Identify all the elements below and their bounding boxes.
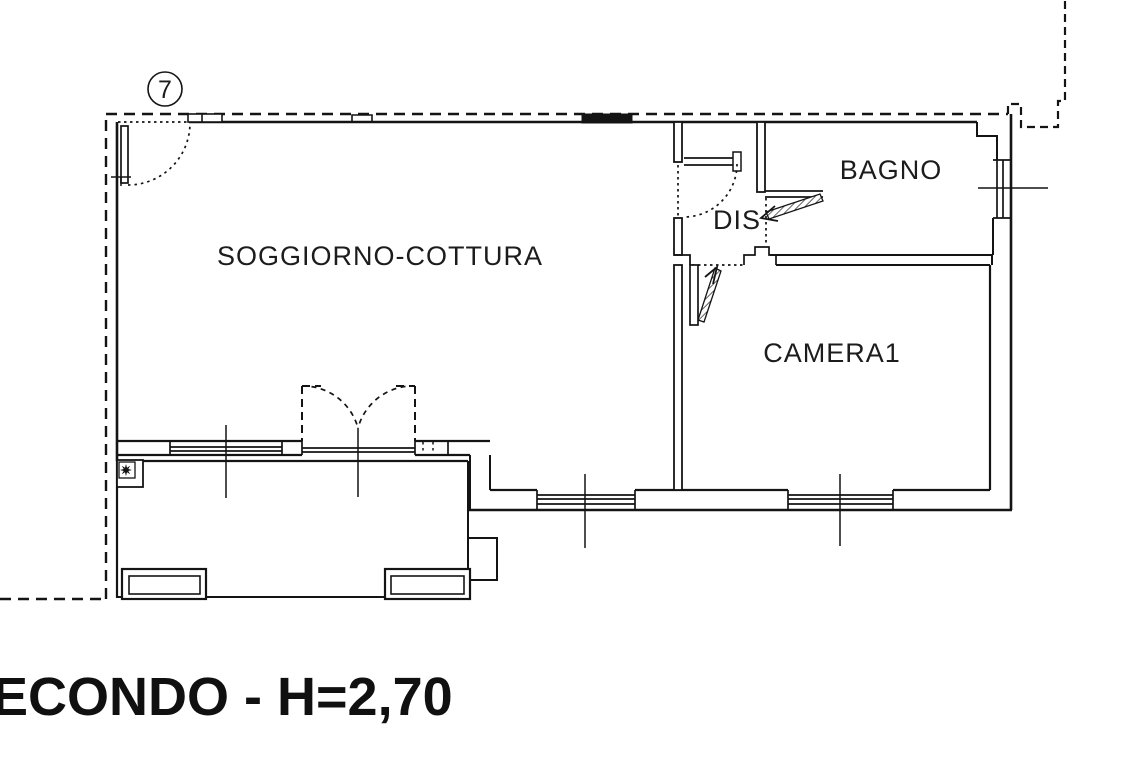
room-label-camera1: CAMERA1 (763, 338, 901, 368)
soggiorno-camera-wall (673, 264, 683, 491)
entrance-door-stop (111, 176, 131, 186)
bagno-corner-step (976, 122, 998, 160)
entrance-door (111, 121, 191, 186)
planter-right-inner (390, 575, 465, 595)
room-label-dis: DIS (713, 205, 761, 235)
bagno-sliding-door (758, 190, 824, 246)
wall-north-pier-1 (187, 113, 223, 123)
planter-left-inner (128, 575, 201, 595)
boundary-top-right-step (1006, 0, 1067, 129)
camera-sliding-door (689, 246, 777, 326)
unit-badge-circle (147, 71, 183, 107)
drain-symbol-box (116, 459, 144, 488)
french-door-arc-left (301, 385, 359, 429)
room-label-soggiorno: SOGGIORNO-COTTURA (217, 241, 543, 271)
dis-door-from-soggiorno (677, 151, 742, 218)
exterior-walls (115, 113, 1013, 512)
balcony (115, 459, 498, 601)
room-labels: SOGGIORNO-COTTURA DIS BAGNO CAMERA1 (217, 155, 943, 368)
room-label-bagno: BAGNO (840, 155, 943, 185)
window-soggiorno-balcony (169, 441, 283, 455)
camera-door-pocket (689, 264, 699, 326)
window-bagno-east (993, 159, 1011, 219)
camera-door-jamb-step (743, 246, 777, 265)
window-axis-ticks (225, 187, 1048, 548)
entrance-door-swing-arc (127, 122, 191, 186)
pier-dashed-marks (422, 442, 434, 455)
interior-walls (673, 121, 993, 491)
drain-symbol-box-inner (118, 461, 136, 479)
camera-door-leaf-hatched (697, 267, 722, 323)
french-door-leaves (301, 385, 416, 441)
dis-west-wall-lower (673, 217, 683, 256)
dis-door-stop (732, 151, 742, 172)
french-door-balcony (301, 385, 416, 441)
entrance-door-leaf (120, 125, 129, 184)
bagno-door-arrow-icon (758, 205, 779, 222)
windows (169, 159, 1048, 548)
property-boundary-dashed (0, 0, 1067, 601)
bagno-camera-wall (770, 254, 993, 266)
wall-north-pier-2 (351, 114, 373, 122)
window-soggiorno-south (536, 490, 636, 510)
dis-door-swing-arc (683, 163, 738, 218)
wall-north-pier-3 (581, 113, 633, 124)
dis-bagno-wall (756, 121, 766, 193)
balcony-side-box (467, 537, 498, 581)
dis-southwest-step (674, 254, 691, 265)
french-door-arc-right (357, 385, 416, 429)
drain-star-icon (120, 464, 132, 476)
camera-door-arrow-icon (704, 264, 719, 285)
unit-badge-number: 7 (158, 76, 172, 104)
dis-west-wall-upper (673, 121, 683, 163)
bagno-door-leaf-hatched (765, 193, 824, 220)
unit-badge: 7 (147, 71, 183, 107)
wall-south-step (469, 455, 491, 510)
dis-door-leaf (684, 157, 736, 166)
floor-title: ECONDO - H=2,70 (0, 667, 453, 727)
